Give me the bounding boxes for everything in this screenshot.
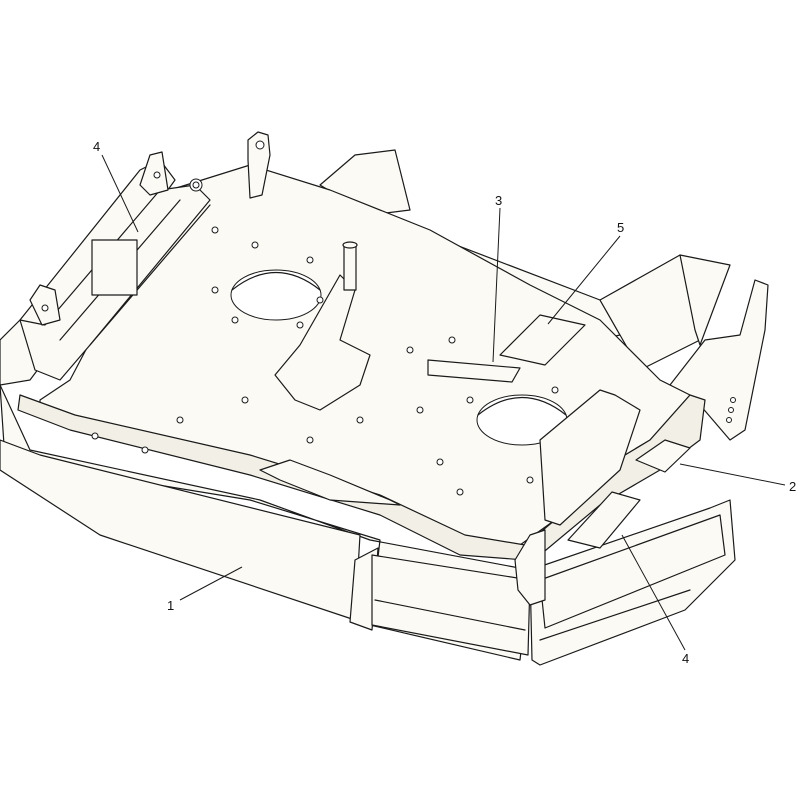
leader-4-top (101, 154, 139, 233)
spindle-openings (230, 269, 568, 446)
right-front-bracket (514, 389, 641, 606)
callout-5: 5 (617, 220, 624, 235)
leader-1 (179, 566, 243, 601)
leader-3 (492, 207, 501, 363)
decals (427, 314, 691, 549)
leader-lines (101, 154, 786, 651)
deck-skirt (0, 384, 736, 666)
front-rib (259, 459, 401, 506)
callout-1: 1 (167, 598, 174, 613)
callout-3: 3 (495, 193, 502, 208)
mounting-holes (91, 226, 559, 496)
decal-4-bottom (567, 491, 641, 549)
center-bracket (274, 241, 371, 411)
leader-2 (679, 463, 786, 486)
decal-3 (427, 359, 521, 383)
decal-2 (635, 439, 691, 473)
leader-5 (547, 235, 621, 325)
rear-hangers (189, 131, 271, 199)
left-side-rail (0, 151, 211, 386)
decal-5 (499, 314, 586, 366)
callout-4-top: 4 (93, 139, 100, 154)
callout-4-bottom: 4 (682, 651, 689, 666)
leader-4-bottom (621, 534, 686, 651)
callout-2: 2 (789, 479, 796, 494)
